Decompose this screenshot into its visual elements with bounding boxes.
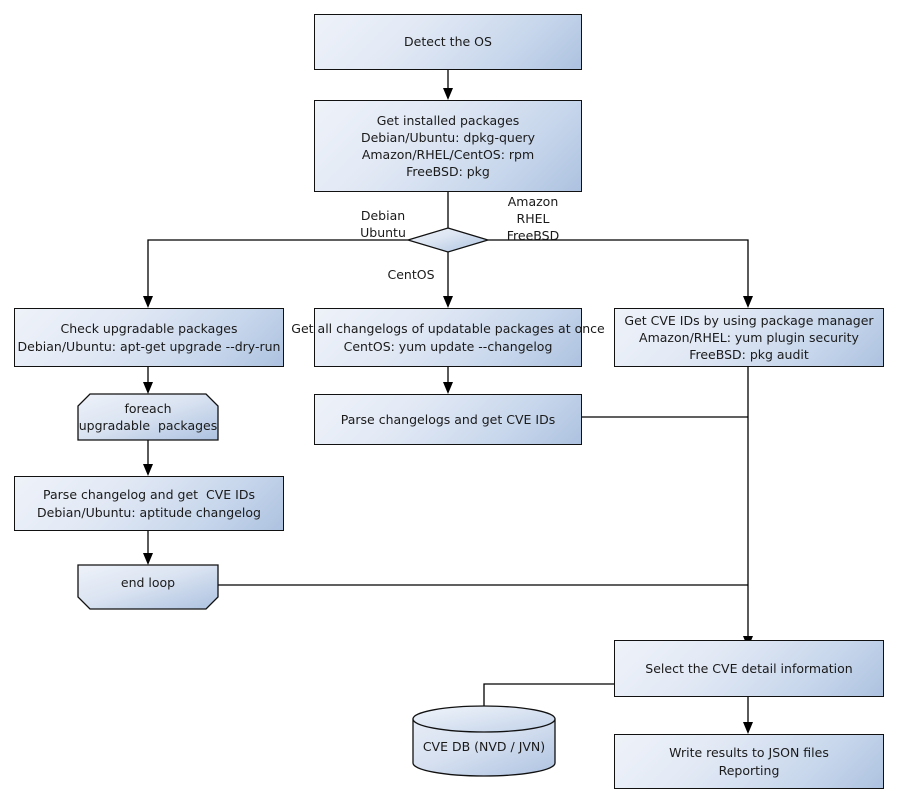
arrowhead-write-results (743, 722, 753, 734)
node-get-cve-ids-package-manager[interactable]: Get CVE IDs by using package manager Ama… (614, 308, 884, 367)
arrowhead-endloop (143, 553, 153, 565)
edge-decision-left (147, 239, 408, 300)
node-cve-database[interactable]: CVE DB (NVD / JVN) (412, 705, 556, 777)
node-parse-changelog-single[interactable]: Parse changelog and get CVE IDs Debian/U… (14, 476, 284, 531)
node-get-installed-packages[interactable]: Get installed packages Debian/Ubuntu: dp… (314, 100, 582, 192)
node-write-results[interactable]: Write results to JSON files Reporting (614, 734, 884, 789)
arrowhead-parse-all (443, 382, 453, 394)
node-get-all-changelogs[interactable]: Get all changelogs of updatable packages… (291, 308, 605, 367)
edge-label-centos: CentOS (387, 267, 435, 282)
node-os-decision[interactable] (405, 227, 491, 253)
arrowhead-packages (443, 88, 453, 100)
node-select-cve-detail[interactable]: Select the CVE detail information (614, 640, 884, 697)
arrowhead-foreach (143, 382, 153, 394)
edge-label-amazon-rhel-freebsd: Amazon RHEL FreeBSD (506, 194, 560, 243)
arrowhead-parse-single (143, 464, 153, 476)
arrowhead-get-all-changelogs (443, 296, 453, 308)
edge-label-debian-ubuntu: Debian Ubuntu (360, 208, 406, 240)
edge-decision-right (488, 239, 749, 300)
decision-diamond-shape (405, 227, 491, 253)
arrowhead-check-upgradable (143, 296, 153, 308)
loop-start-shape (77, 393, 219, 441)
node-detect-os[interactable]: Detect the OS (314, 14, 582, 70)
arrowhead-get-cve-pkgmgr (743, 296, 753, 308)
node-foreach-loop-start[interactable]: foreach upgradable packages (77, 393, 219, 441)
node-check-upgradable-packages[interactable]: Check upgradable packages Debian/Ubuntu:… (14, 308, 284, 367)
node-end-loop[interactable]: end loop (77, 564, 219, 610)
database-body (412, 718, 556, 777)
loop-end-shape (77, 564, 219, 610)
database-top-ellipse (412, 705, 556, 733)
node-parse-changelogs-all[interactable]: Parse changelogs and get CVE IDs (314, 394, 582, 445)
